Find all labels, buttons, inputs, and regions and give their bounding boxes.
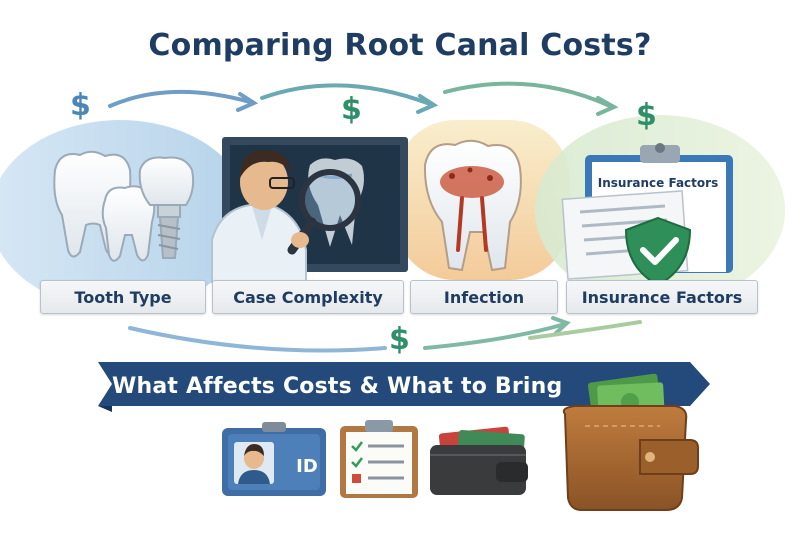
cash-wallet-icon: [562, 373, 699, 511]
molar-teeth-icon: [53, 150, 156, 262]
insurance-document-title: Insurance Factors: [597, 176, 719, 190]
dentist-icon: [211, 149, 307, 283]
page-title: Comparing Root Canal Costs?: [148, 28, 652, 63]
dollar-sign-icon: $: [341, 92, 362, 127]
factor-label-insurance-factors: Insurance Factors: [566, 280, 758, 314]
infected-tooth-icon: [423, 139, 522, 272]
shield-check-icon: [624, 216, 692, 287]
banner-ribbon: [98, 362, 710, 412]
id-card-icon: [222, 422, 326, 496]
implant-icon: [138, 156, 195, 259]
magnifier-icon: [287, 169, 361, 255]
dollar-sign-icon: $: [389, 322, 410, 357]
factor-label-tooth-type: Tooth Type: [40, 280, 206, 314]
banner-heading: What Affects Costs & What to Bring: [112, 373, 563, 399]
flow-arrows-top: [108, 81, 619, 116]
checklist-icon: [340, 420, 418, 498]
factor-label-case-complexity: Case Complexity: [212, 280, 404, 314]
id-card-label: ID: [296, 456, 318, 477]
wallet-icon: [430, 426, 528, 495]
dollar-sign-icon: $: [70, 88, 91, 123]
flow-arrows-bottom: [128, 316, 642, 353]
factor-label-infection: Infection: [410, 280, 558, 314]
dollar-sign-icon: $: [636, 98, 657, 133]
